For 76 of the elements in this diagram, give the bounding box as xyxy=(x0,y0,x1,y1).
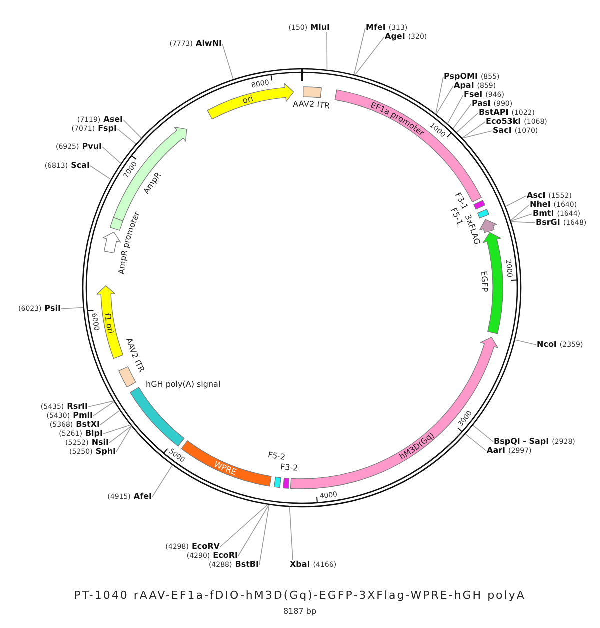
enzyme-name: PasI xyxy=(472,100,491,108)
leader-line xyxy=(222,44,234,80)
enzyme-name: NsiI xyxy=(92,439,109,447)
leader-line xyxy=(259,504,270,566)
leader-line xyxy=(220,504,268,548)
enzyme-name: PsiI xyxy=(44,305,61,313)
enzyme-name: XbaI xyxy=(290,561,310,569)
enzyme-name: AlwNI xyxy=(196,40,222,48)
leader-line xyxy=(354,28,366,75)
leader-line xyxy=(447,94,464,124)
leader-line xyxy=(452,104,472,130)
enzyme-name: BstBI xyxy=(235,561,259,569)
enzyme-name: AscI xyxy=(527,192,546,200)
enzyme-name: RsrII xyxy=(67,403,88,411)
leader-line xyxy=(456,112,479,133)
leader-line xyxy=(100,410,120,426)
leader-line xyxy=(355,36,385,76)
enzyme-name: FseI xyxy=(464,91,483,99)
leader-line xyxy=(102,146,122,164)
feature-label: f1 ori xyxy=(102,312,116,335)
feature-label: ori xyxy=(242,94,254,106)
enzyme-name: BstXI xyxy=(76,421,100,429)
enzyme-name: SacI xyxy=(493,127,512,135)
leader-line xyxy=(93,402,115,416)
enzyme-name: MfeI xyxy=(366,24,386,32)
leader-line xyxy=(515,340,537,346)
leader-line xyxy=(238,504,270,556)
enzyme-name: PspOMI xyxy=(444,73,478,81)
leader-line xyxy=(462,122,486,138)
enzyme-name: BspQI - SapI xyxy=(494,438,550,446)
leader-line xyxy=(109,426,132,444)
enzyme-name: PmlI xyxy=(73,412,93,420)
leader-line xyxy=(506,196,527,207)
leader-line xyxy=(511,221,536,224)
leader-line xyxy=(90,166,112,180)
leader-line xyxy=(117,128,136,144)
enzyme-name: AfeI xyxy=(134,493,152,501)
leader-line xyxy=(123,120,142,138)
enzyme-name: BmtI xyxy=(533,210,554,218)
enzyme-name: ApaI xyxy=(454,82,474,90)
enzyme-name: NheI xyxy=(530,201,551,209)
enzyme-name: BlpI xyxy=(85,430,103,438)
leader-line xyxy=(462,130,493,139)
enzyme-name: BstAPI xyxy=(479,109,509,117)
leader-line xyxy=(436,86,454,115)
leader-line xyxy=(436,76,444,114)
enzyme-name: Eco53kI xyxy=(486,118,522,126)
enzyme-name: AgeI xyxy=(385,33,406,41)
enzyme-name: SphI xyxy=(96,448,116,456)
feature-label: AAV2 ITR xyxy=(292,100,331,111)
enzyme-name: AseI xyxy=(104,116,123,124)
feature-label: F3-2 xyxy=(280,462,298,473)
leader-line xyxy=(103,424,131,434)
map-title: PT-1040 rAAV-EF1a-fDIO-hM3D(Gq)-EGFP-3XFlag-WPRE-hGH polyA xyxy=(74,589,526,602)
leader-line xyxy=(61,307,84,310)
enzyme-name: EcoRI xyxy=(213,552,238,560)
leader-line xyxy=(510,204,530,221)
leader-line xyxy=(465,434,487,452)
plasmid-size: 8187 bp xyxy=(283,607,317,616)
enzyme-name: PvuI xyxy=(82,143,102,151)
feature-label: hGH poly(A) signal xyxy=(146,380,221,389)
feature-label: F5-2 xyxy=(267,450,286,462)
leader-line xyxy=(472,425,494,442)
enzyme-name: EcoRV xyxy=(192,543,220,551)
enzyme-name: ScaI xyxy=(71,162,90,170)
enzyme-name: NcoI xyxy=(537,341,557,349)
leader-line xyxy=(152,465,173,498)
enzyme-name: MluI xyxy=(310,24,330,32)
leader-line xyxy=(326,32,328,70)
leader-line xyxy=(88,400,114,408)
leader-line xyxy=(510,214,533,222)
enzyme-name: BsrGI xyxy=(536,219,560,227)
enzyme-name: FspI xyxy=(98,125,117,133)
leader-line xyxy=(289,506,294,561)
enzyme-name: AarI xyxy=(487,447,506,455)
leader-line xyxy=(116,426,132,452)
